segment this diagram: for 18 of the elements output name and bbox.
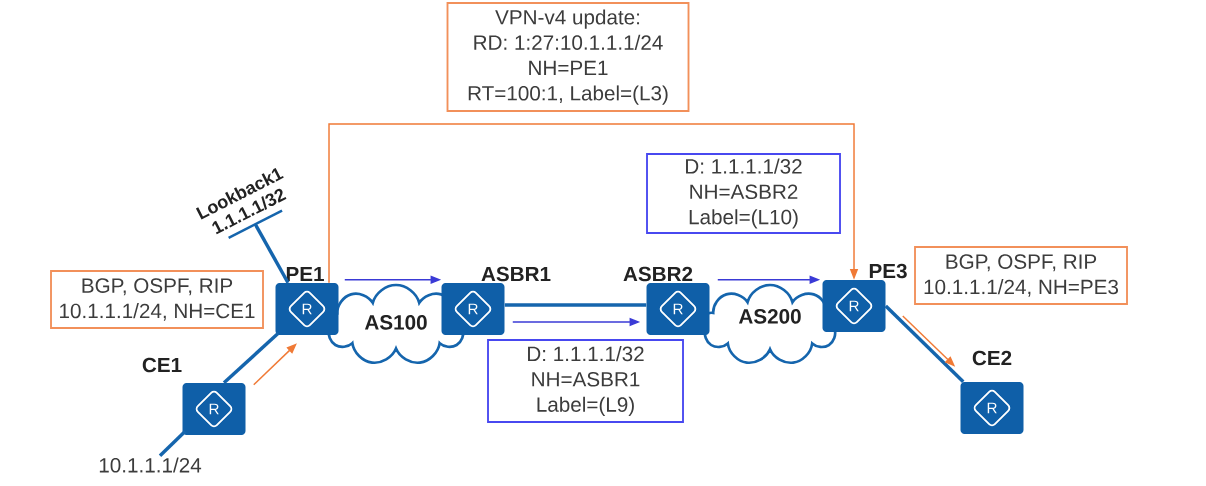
connection-line: [158, 430, 187, 458]
device-label: PE3: [869, 263, 907, 279]
connection-line: [222, 332, 280, 385]
arrow: [328, 123, 859, 284]
address-label: 10.1.1.1/24: [99, 457, 202, 473]
device-label: CE1: [142, 357, 182, 373]
connection-line: [504, 303, 647, 307]
route-info-box: D: 1.1.1.1/32 NH=ASBR2 Label=(L10): [646, 153, 841, 234]
route-info-box: D: 1.1.1.1/32 NH=ASBR1 Label=(L9): [487, 339, 684, 423]
connection-line: [253, 223, 290, 284]
route-info-box: VPN-v4 update: RD: 1:27:10.1.1.1/24 NH=PE1 RT=100:1, Label=(L3): [446, 2, 690, 112]
device-label: PE1: [286, 266, 324, 282]
device-label: CE2: [972, 350, 1012, 366]
route-info-box: BGP, OSPF, RIP 10.1.1.1/24, NH=CE1: [50, 270, 264, 329]
route-info-box: BGP, OSPF, RIP 10.1.1.1/24, NH=PE3: [914, 246, 1128, 305]
device-label: ASBR1: [481, 266, 551, 282]
connection-line: [884, 304, 965, 383]
device-label: ASBR2: [623, 266, 693, 282]
